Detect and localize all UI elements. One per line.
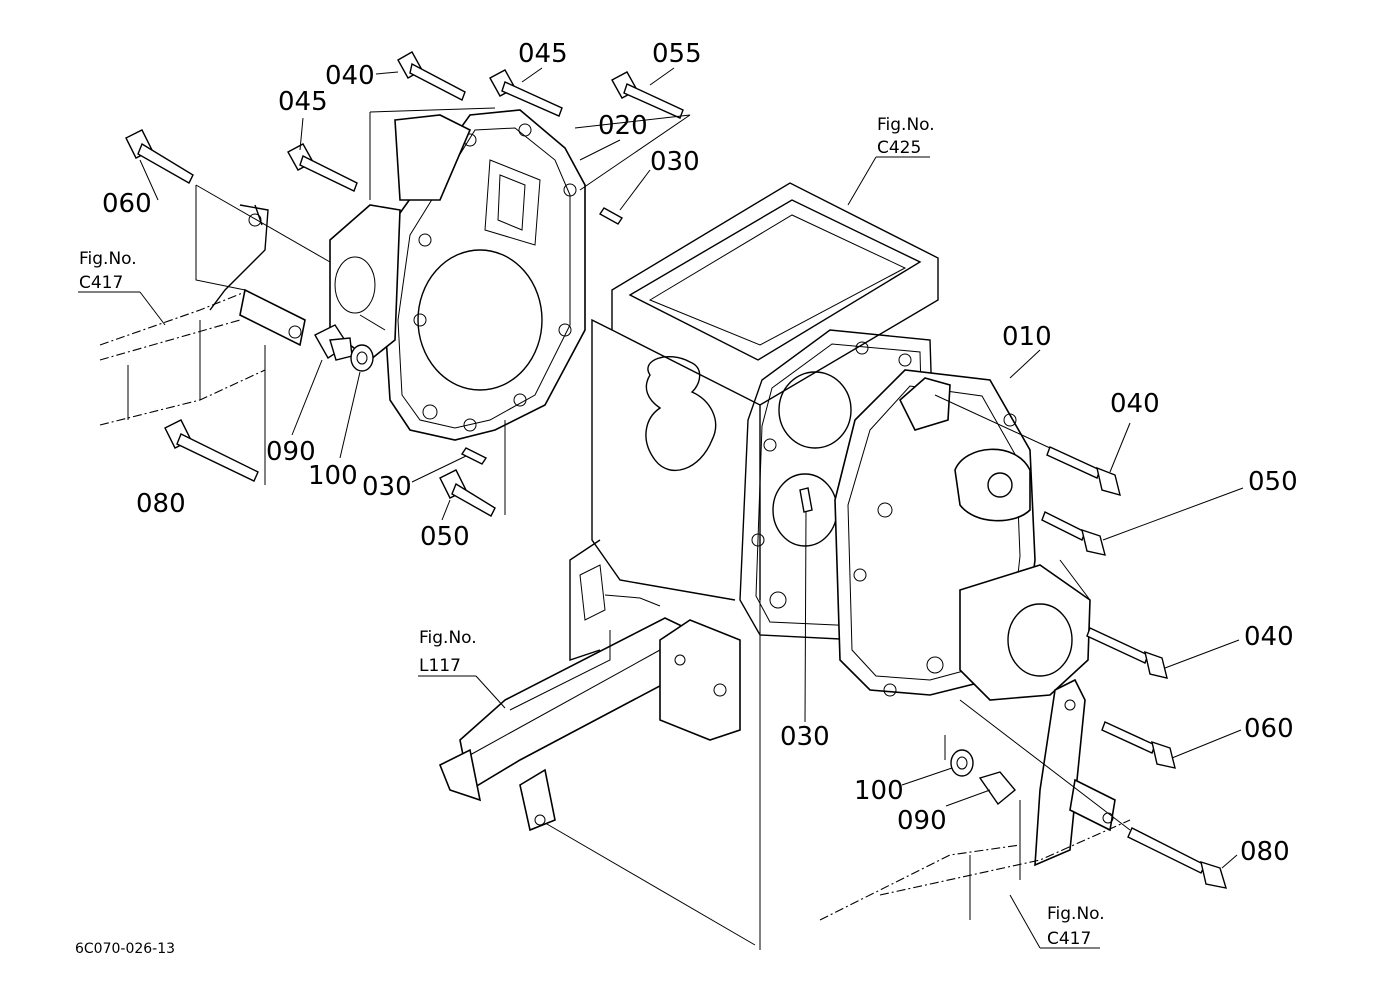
part-number-050: 050 — [1248, 467, 1298, 497]
part-number-040: 040 — [1110, 389, 1160, 419]
part-number-090: 090 — [266, 437, 316, 467]
transmission-case — [539, 182, 939, 950]
washer-100-right — [950, 749, 974, 777]
front-cover-020 — [329, 109, 586, 441]
part-number-100: 100 — [308, 461, 358, 491]
part-number-060: 060 — [102, 189, 152, 219]
fig-ref-c417-left-line1: Fig.No. — [79, 249, 137, 269]
part-number-030: 030 — [780, 722, 830, 752]
part-number-060: 060 — [1244, 714, 1294, 744]
part-number-055: 055 — [652, 39, 702, 69]
bolt-040-top — [397, 51, 466, 101]
drawing-code: 6C070-026-13 — [75, 941, 175, 957]
part-number-045: 045 — [278, 87, 328, 117]
pin-030-bottom — [799, 487, 813, 513]
bolt-060-left — [125, 129, 194, 184]
part-number-080: 080 — [1240, 837, 1290, 867]
part-number-040: 040 — [325, 61, 375, 91]
bolt-040-right1 — [1046, 446, 1121, 496]
bolt-045-left — [287, 143, 358, 192]
fig-ref-c425-line1: Fig.No. — [877, 115, 935, 135]
part-number-080: 080 — [136, 489, 186, 519]
fig-ref-c417-right-line1: Fig.No. — [1047, 904, 1105, 924]
bolt-050-right — [1041, 511, 1106, 556]
part-number-030: 030 — [362, 472, 412, 502]
part-number-045: 045 — [518, 39, 568, 69]
part-number-010: 010 — [1002, 322, 1052, 352]
part-number-090: 090 — [897, 806, 947, 836]
bolt-060-right — [1101, 721, 1176, 769]
left-frame-bracket — [99, 204, 306, 485]
fig-ref-c417-left-line2: C417 — [79, 273, 123, 293]
fig-ref-c417-right-line2: C417 — [1047, 929, 1091, 949]
part-number-050: 050 — [420, 522, 470, 552]
figure-ref-leaders — [78, 156, 1100, 949]
part-number-020: 020 — [598, 111, 648, 141]
fig-ref-c425-line2: C425 — [877, 138, 921, 158]
mounting-bracket — [438, 564, 741, 832]
plug-090-left — [314, 324, 353, 361]
bolt-080-right — [1127, 827, 1228, 889]
washer-100-left — [350, 344, 374, 372]
bolt-040-right2 — [1086, 627, 1168, 679]
figure-reference-labels: Fig.No. C425 Fig.No. C417 Fig.No. L117 F… — [79, 115, 1105, 949]
fig-ref-l117-line1: Fig.No. — [419, 628, 477, 648]
part-number-labels: 040 045 055 045 020 030 060 090 100 030 … — [102, 39, 1298, 867]
part-number-040: 040 — [1244, 622, 1294, 652]
plug-090-right — [978, 771, 1016, 806]
part-number-100: 100 — [854, 776, 904, 806]
rear-cover-010 — [834, 369, 1091, 701]
fig-ref-l117-line2: L117 — [419, 656, 461, 676]
bolt-055 — [611, 71, 684, 119]
part-number-030: 030 — [650, 147, 700, 177]
bolt-080-left — [164, 419, 259, 482]
pin-030 — [460, 207, 624, 465]
bolt-050-left — [439, 469, 496, 517]
leader-lines — [139, 67, 1244, 869]
bolt-045-top — [489, 69, 563, 117]
